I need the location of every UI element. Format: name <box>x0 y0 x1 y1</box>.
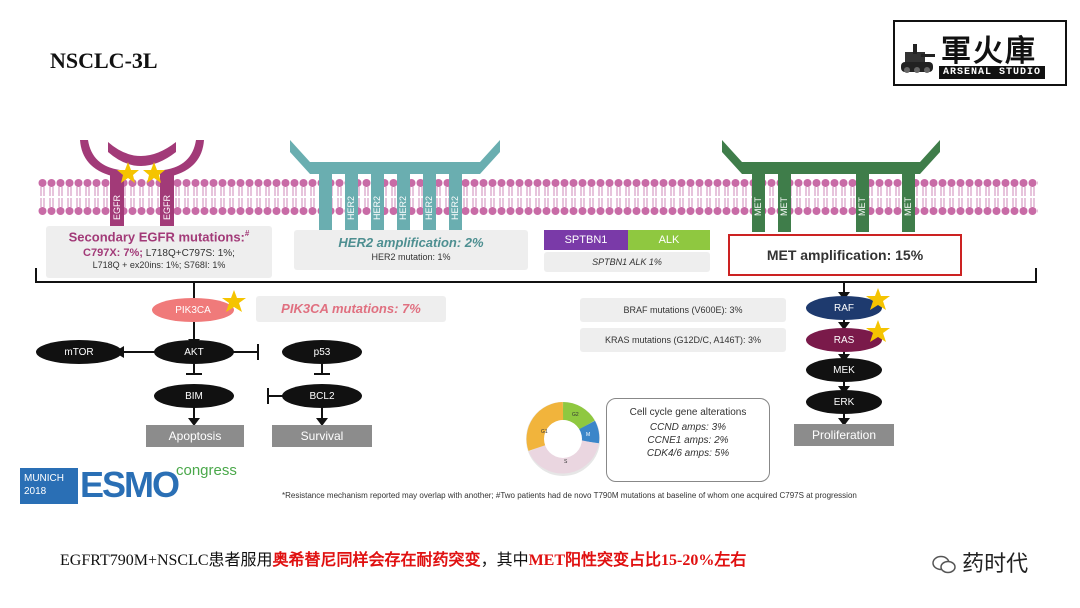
mutation-star-icon <box>222 290 246 312</box>
cdk46-amps: CDK4/6 amps: 5% <box>646 448 730 459</box>
egfr-mutations-title: Secondary EGFR mutations: <box>68 229 245 245</box>
fusion-sub: SPTBN1 ALK 1% <box>544 252 710 272</box>
mutation-star-icon <box>866 288 890 310</box>
logo-chinese-text: 軍火庫 <box>941 34 1037 69</box>
caption-part4: MET阳性突变占比15-20%左右 <box>528 552 747 569</box>
ccne1-amps: CCNE1 amps: 2% <box>647 435 729 446</box>
egfr-l718q-c797s: L718Q+C797S: 1%; <box>142 248 235 260</box>
esmo-logo: MUNICH 2018 ESMO congress <box>20 460 237 506</box>
esmo-city: MUNICH <box>24 473 64 484</box>
pik3ca-mutations-box: PIK3CA mutations: 7% <box>256 296 446 322</box>
met-receptor <box>722 140 940 232</box>
watermark-text: 药时代 <box>962 551 1029 576</box>
slide-title: NSCLC-3L <box>50 48 158 73</box>
watermark: 药时代 <box>932 546 1028 578</box>
mek-node: MEK <box>806 358 882 382</box>
her2-box: HER2 amplification: 2% HER2 mutation: 1% <box>294 230 528 270</box>
proliferation-outcome: Proliferation <box>794 424 894 446</box>
her2-receptor <box>290 140 500 232</box>
erk-node: ERK <box>806 390 882 414</box>
logo-studio-text: ARSENAL STUDIO <box>939 66 1046 79</box>
cell-cycle-box: Cell cycle gene alterations CCND amps: 3… <box>606 398 770 482</box>
braf-box: BRAF mutations (V600E): 3% <box>580 298 786 322</box>
caption-part1: EGFRT790M+NSCLC患者服用 <box>60 552 273 569</box>
bcl2-node: BCL2 <box>282 384 362 408</box>
egfr-line2: L718Q + ex20ins: 1%; S768I: 1% <box>92 260 226 271</box>
pik3ca-node: PIK3CA <box>152 298 234 322</box>
esmo-word: ESMO <box>80 464 180 505</box>
arsenal-studio-logo: 軍火庫 ARSENAL STUDIO <box>893 20 1067 86</box>
p53-node: p53 <box>282 340 362 364</box>
cell-cycle-title: Cell cycle gene alterations <box>629 407 747 418</box>
donut-label: S <box>564 459 568 465</box>
egfr-mutations-box: Secondary EGFR mutations:# C797X: 7%; L7… <box>46 226 272 278</box>
ccnd-amps: CCND amps: 3% <box>649 422 727 433</box>
wechat-icon <box>932 555 956 575</box>
cell-cycle-donut: G2 M G1 S <box>526 402 600 476</box>
akt-node: AKT <box>154 340 234 364</box>
esmo-congress: congress <box>176 462 237 479</box>
raf-node: RAF <box>806 296 882 320</box>
survival-outcome: Survival <box>272 425 372 447</box>
sptbn1-box: SPTBN1 <box>544 230 628 250</box>
caption-part3: ，其中 <box>480 552 529 569</box>
footnote: *Resistance mechanism reported may overl… <box>282 491 857 500</box>
mtor-node: mTOR <box>36 340 122 364</box>
donut-label: G2 <box>572 412 579 418</box>
bim-node: BIM <box>154 384 234 408</box>
egfr-mutations-mark: # <box>244 229 250 238</box>
egfr-receptor <box>80 140 204 232</box>
caption-part2: 奥希替尼同样会存在耐药突变 <box>272 552 481 569</box>
receptor-layer <box>80 140 940 232</box>
cell-membrane <box>38 178 1038 216</box>
esmo-year: 2018 <box>24 486 47 497</box>
mutation-star-icon <box>866 320 890 342</box>
apoptosis-outcome: Apoptosis <box>146 425 244 447</box>
met-amplification-box: MET amplification: 15% <box>728 234 962 276</box>
kras-box: KRAS mutations (G12D/C, A146T): 3% <box>580 328 786 352</box>
caption: EGFRT790M+NSCLC患者服用奥希替尼同样会存在耐药突变，其中MET阳性… <box>60 546 746 570</box>
donut-label: G1 <box>541 429 548 435</box>
her2-sub: HER2 mutation: 1% <box>371 252 451 262</box>
donut-label: M <box>586 432 590 438</box>
her2-title: HER2 amplification: 2% <box>338 235 484 250</box>
mutation-star-icon <box>143 162 165 183</box>
mutation-star-icon <box>117 162 139 183</box>
ras-node: RAS <box>806 328 882 352</box>
tank-icon <box>901 44 935 73</box>
egfr-c797x: C797X: 7%; <box>83 247 143 260</box>
alk-box: ALK <box>628 230 710 250</box>
